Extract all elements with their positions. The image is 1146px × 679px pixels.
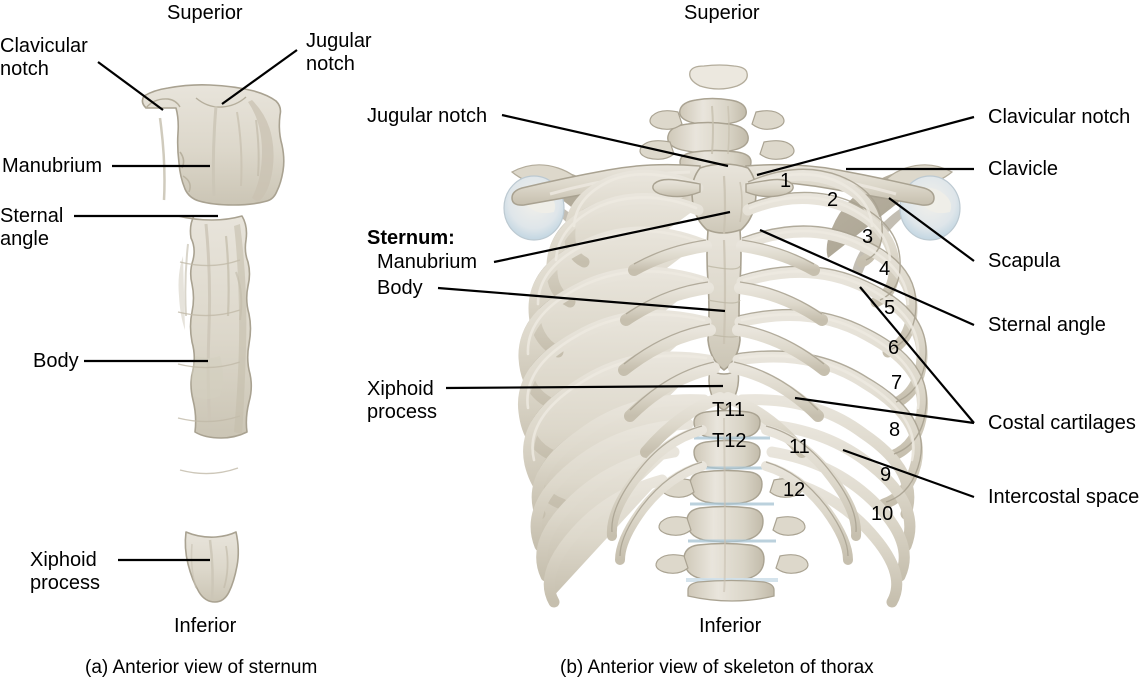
- leader-clavicular-notch-a: [97, 61, 164, 111]
- leader-jugular-notch-a: [221, 49, 298, 105]
- rib-number-1: 1: [780, 170, 792, 192]
- rib-number-5: 5: [884, 297, 896, 319]
- panel-b-inferior-label: Inferior: [699, 615, 762, 637]
- rib-number-12: 12: [783, 479, 806, 501]
- rib-number-10: 10: [871, 503, 894, 525]
- label-xiphoid-process-b: Xiphoid process: [367, 378, 438, 423]
- leader-intercostal-space-b: [842, 448, 975, 499]
- label-vertebra-t11: T11: [712, 399, 745, 421]
- label-sternum-manubrium-b: Manubrium: [377, 251, 478, 273]
- label-body-a: Body: [33, 350, 79, 372]
- label-sternal-angle-a: Sternal angle: [0, 205, 64, 250]
- label-manubrium-a: Manubrium: [2, 155, 103, 177]
- label-jugular-notch-b: Jugular notch: [367, 105, 488, 127]
- rib-number-9: 9: [880, 464, 892, 486]
- rib-number-4: 4: [879, 258, 891, 280]
- leader-jugular-notch-b: [501, 113, 729, 168]
- label-intercostal-space-b: Intercostal space: [988, 486, 1140, 508]
- leader-clavicular-notch-b: [756, 115, 975, 177]
- panel-a-caption: (a) Anterior view of sternum: [85, 657, 318, 678]
- thorax-illustration: [503, 64, 961, 608]
- leader-sternal-angle-b: [759, 228, 975, 327]
- label-xiphoid-process-a: Xiphoid process: [30, 549, 101, 594]
- rib-number-2: 2: [827, 189, 839, 211]
- label-sternum-body-b: Body: [377, 277, 423, 299]
- label-clavicle-b: Clavicle: [988, 158, 1059, 180]
- label-clavicular-notch-a: Clavicular notch: [0, 35, 88, 80]
- leader-lines: [74, 49, 975, 562]
- label-clavicular-notch-b: Clavicular notch: [988, 106, 1131, 128]
- leader-xiphoid-b: [445, 384, 724, 390]
- rib-number-7: 7: [891, 372, 903, 394]
- panel-a-inferior-label: Inferior: [174, 615, 237, 637]
- sternum-illustration: [141, 84, 285, 603]
- leader-costal-cartilages-b2: [794, 396, 975, 425]
- rib-number-8: 8: [889, 419, 901, 441]
- leader-manubrium-b: [493, 210, 731, 264]
- panel-a-superior-label: Superior: [167, 2, 243, 24]
- leader-costal-cartilages-b1: [859, 286, 975, 424]
- leader-scapula-b: [888, 197, 975, 262]
- panel-b-caption: (b) Anterior view of skeleton of thorax: [560, 657, 874, 678]
- label-sternum-heading-b: Sternum:: [367, 227, 455, 249]
- label-costal-cartilages-b: Costal cartilages: [988, 412, 1136, 434]
- label-sternal-angle-b: Sternal angle: [988, 314, 1106, 336]
- vertebral-column-lower: [655, 409, 809, 602]
- label-vertebra-t12: T12: [712, 430, 747, 452]
- label-scapula-b: Scapula: [988, 250, 1061, 272]
- rib-number-3: 3: [862, 226, 874, 248]
- rib-number-6: 6: [888, 337, 900, 359]
- label-jugular-notch-a: Jugular notch: [306, 30, 372, 75]
- panel-b-superior-label: Superior: [684, 2, 760, 24]
- leader-body-b: [437, 286, 726, 313]
- rib-number-11: 11: [789, 436, 810, 458]
